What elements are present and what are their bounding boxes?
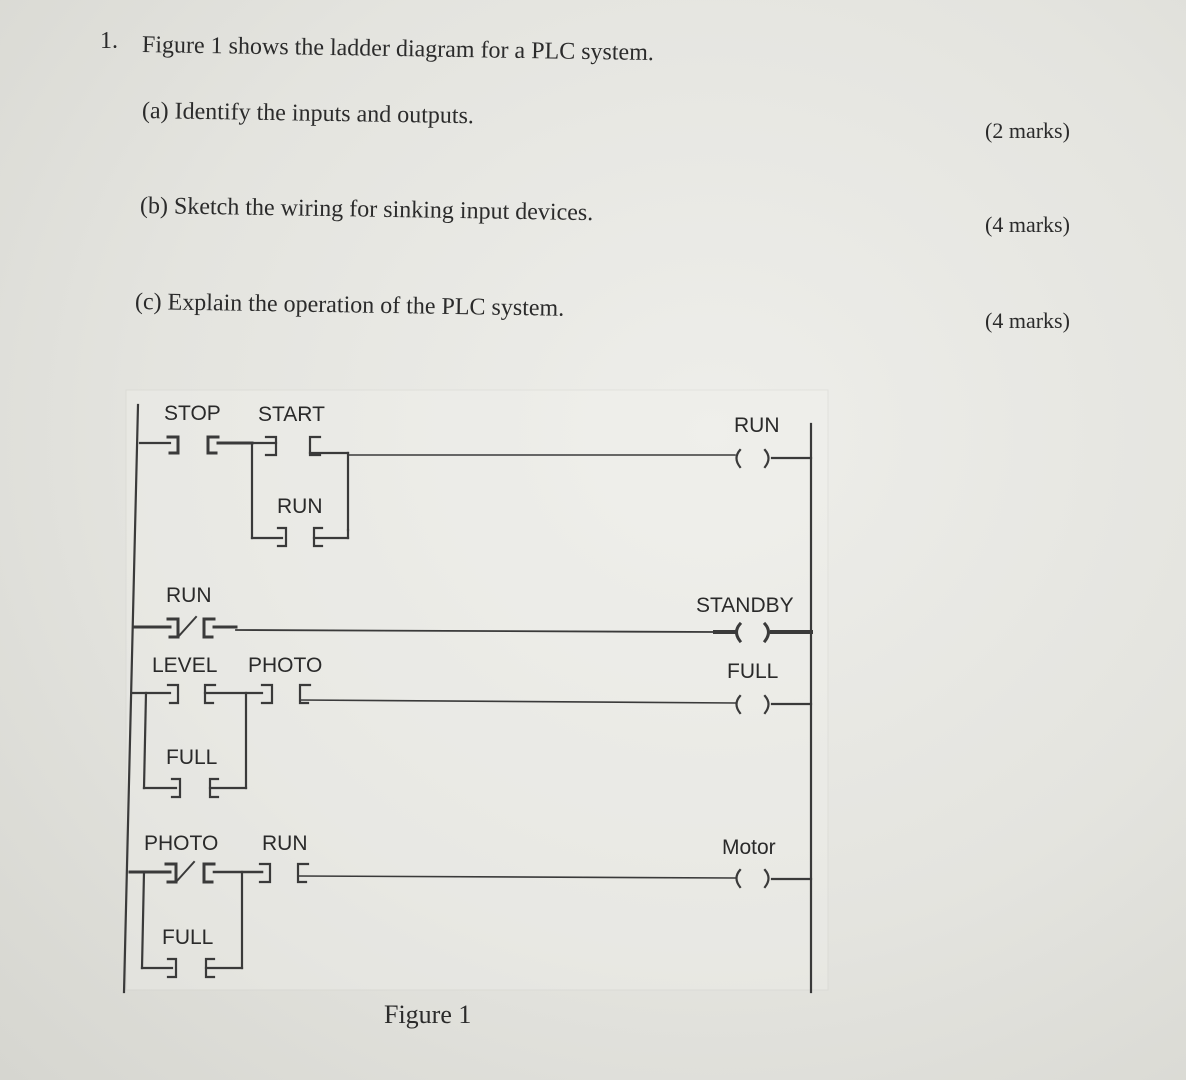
run-nc-label: RUN [166,584,212,607]
rung-1 [138,435,813,548]
photo-label: PHOTO [248,654,322,677]
level-label: LEVEL [152,654,217,677]
photo-nc-label: PHOTO [144,832,218,855]
rung-2 [133,615,813,644]
motor-coil-label: Motor [722,836,776,859]
part-a-marks: (2 marks) [985,118,1070,143]
full-rung4-label: FULL [162,926,213,949]
part-b-marks: (4 marks) [985,212,1070,237]
full-branch-label: FULL [166,746,217,769]
full-coil-label: FULL [727,660,778,683]
run-coil-label: RUN [734,414,780,437]
question-number: 1. [100,28,118,54]
left-power-rail [122,403,140,994]
rung-4 [128,860,813,979]
part-c-marks: (4 marks) [985,308,1070,333]
figure-caption: Figure 1 [384,1000,472,1029]
start-label: START [258,403,325,426]
rung-3 [131,683,813,799]
figure-box [125,389,829,991]
standby-coil-label: STANDBY [696,594,794,617]
stop-label: STOP [164,402,221,425]
run-rung4-label: RUN [262,832,308,855]
run-branch-label: RUN [277,495,323,518]
